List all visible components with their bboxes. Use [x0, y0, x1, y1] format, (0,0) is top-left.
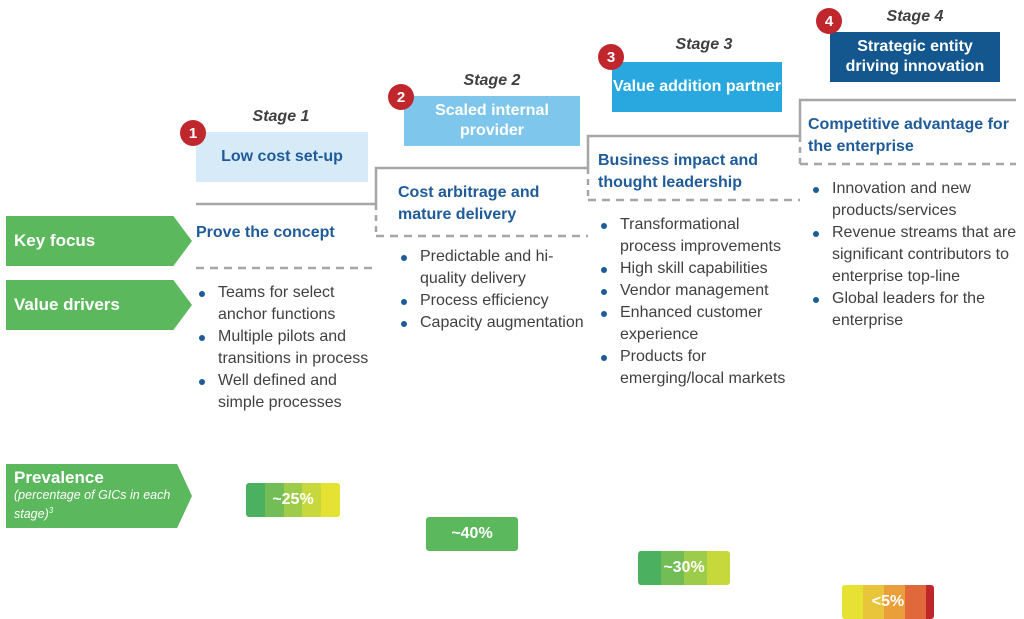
list-item: Well defined and simple processes — [196, 370, 376, 414]
stage-2-focus: Cost arbitrage and mature delivery — [398, 184, 540, 223]
list-item: High skill capabilities — [598, 258, 798, 280]
list-item: Predictable and hi-quality delivery — [398, 246, 588, 290]
list-item: Vendor management — [598, 280, 798, 302]
stage-3-badge: 3 — [598, 44, 624, 70]
stage-3-focus: Business impact and thought leadership — [598, 152, 759, 191]
stage-2-prevalence-bar: ~40% — [426, 517, 518, 551]
stage-3-drivers: Transformational process improvements Hi… — [598, 214, 798, 390]
list-item: Products for emerging/local markets — [598, 346, 798, 390]
stage-4-prevalence: <5% — [871, 593, 905, 610]
stage-4-drivers: Innovation and new products/services Rev… — [810, 178, 1020, 332]
list-item: Enhanced customer experience — [598, 302, 798, 346]
list-item: Process efficiency — [398, 290, 588, 312]
stage-3-prevalence-bar: ~30% — [638, 551, 730, 585]
value-drivers-label: Value drivers — [6, 280, 192, 330]
stage-2-prevalence: ~40% — [451, 525, 493, 542]
stage-3-box: Value addition partner — [612, 62, 782, 112]
stage-1-focus: Prove the concept — [196, 224, 335, 241]
list-item: Teams for select anchor functions — [196, 282, 376, 326]
prevalence-label: Prevalence (percentage of GICs in each s… — [6, 464, 192, 528]
list-item: Revenue streams that are significant con… — [810, 222, 1020, 288]
stage-1-drivers: Teams for select anchor functions Multip… — [196, 282, 376, 414]
stage-3-prevalence: ~30% — [663, 559, 705, 576]
stage-2-label: Stage 2 — [463, 72, 521, 89]
stage-4-label: Stage 4 — [886, 8, 944, 25]
stage-2-badge: 2 — [388, 84, 414, 110]
stage-2-drivers: Predictable and hi-quality delivery Proc… — [398, 246, 588, 334]
list-item: Multiple pilots and transitions in proce… — [196, 326, 376, 370]
list-item: Global leaders for the enterprise — [810, 288, 1020, 332]
stage-1-box: Low cost set-up — [196, 132, 368, 182]
list-item: Innovation and new products/services — [810, 178, 1020, 222]
list-item: Capacity augmentation — [398, 312, 588, 334]
stage-1-prevalence-bar: ~25% — [246, 483, 340, 517]
stage-4-box: Strategic entity driving innovation — [830, 32, 1000, 82]
stage-2-box: Scaled internal provider — [404, 96, 580, 146]
stage-1-badge: 1 — [180, 120, 206, 146]
staircase-lines — [196, 98, 1016, 270]
stage-4-focus: Competitive advantage for the enterprise — [808, 116, 1009, 155]
key-focus-label: Key focus — [6, 216, 192, 266]
stage-1-label: Stage 1 — [252, 108, 310, 125]
list-item: Transformational process improvements — [598, 214, 798, 258]
stage-4-badge: 4 — [816, 8, 842, 34]
stage-1-prevalence: ~25% — [272, 491, 314, 508]
stage-3-label: Stage 3 — [675, 36, 733, 53]
stage-4-prevalence-bar: <5% — [842, 585, 934, 619]
